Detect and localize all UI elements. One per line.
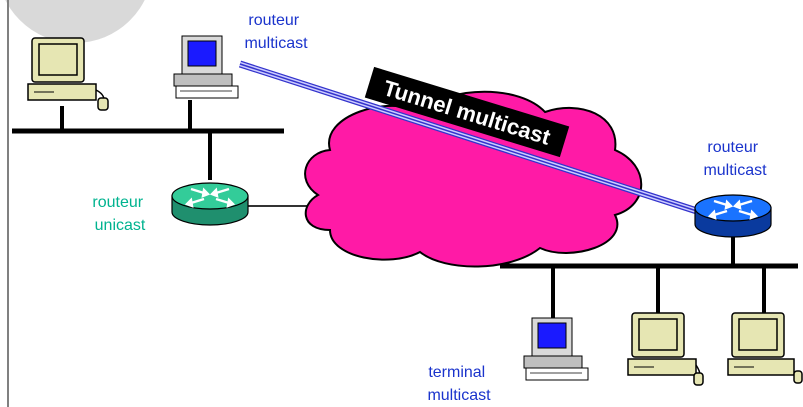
- label-unicast-router: routeur unicast: [92, 194, 147, 234]
- label-line: terminal: [428, 364, 485, 381]
- beige-desktop-icon[interactable]: [627, 312, 704, 386]
- multicast-tunnel: [238, 60, 702, 216]
- beige-desktop-icon[interactable]: [727, 312, 803, 384]
- label-line: routeur: [92, 194, 143, 211]
- workstation-icon[interactable]: [523, 317, 589, 381]
- workstation-icon[interactable]: [173, 35, 239, 99]
- multicast-router-icon[interactable]: [694, 194, 772, 238]
- beige-desktop-icon[interactable]: [27, 37, 109, 111]
- label-line: unicast: [95, 217, 146, 234]
- label-line: routeur: [707, 139, 758, 156]
- corner-decoration: [5, 0, 145, 43]
- label-terminal: terminal multicast: [427, 364, 491, 404]
- label-line: routeur: [248, 12, 299, 29]
- label-line: multicast: [427, 387, 491, 404]
- label-line: multicast: [703, 162, 767, 179]
- label-multicast-router-right: routeur multicast: [703, 139, 767, 179]
- unicast-router-icon[interactable]: [171, 182, 249, 226]
- label-line: multicast: [244, 35, 308, 52]
- label-multicast-router-top: routeur multicast: [244, 12, 308, 52]
